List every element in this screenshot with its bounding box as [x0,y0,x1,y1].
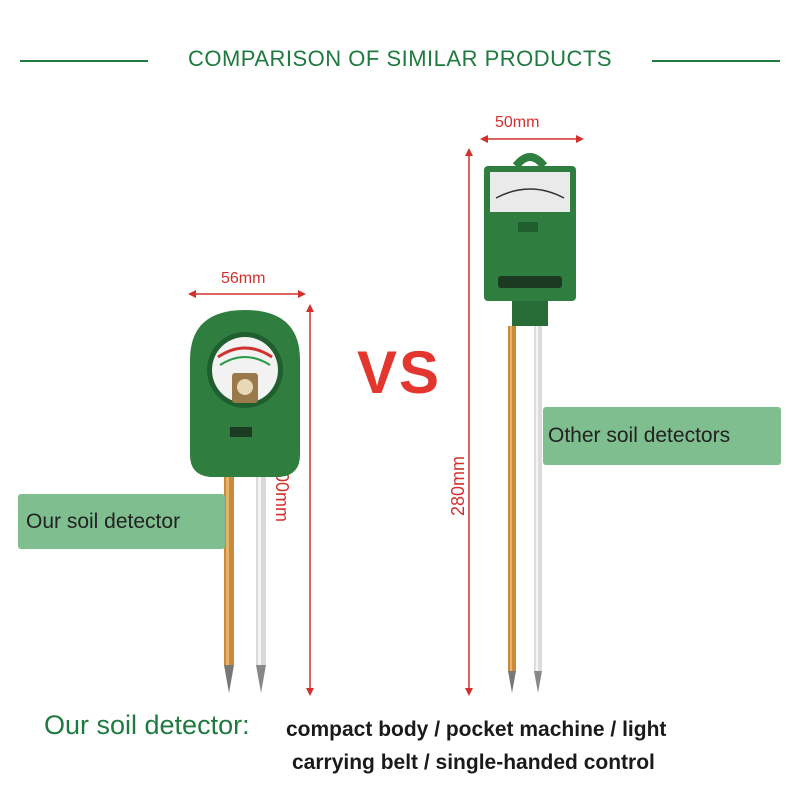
our-width-arrow [188,290,306,298]
other-height-label: 280mm [448,455,468,516]
our-product-tag: Our soil detector [18,494,225,549]
footer-lead: Our soil detector: [44,710,250,740]
our-soil-detector-illustration [190,310,300,693]
other-width-label: 50mm [495,114,540,131]
our-width-label: 56mm [221,270,266,287]
other-product-tag-text: Other soil detectors [548,424,731,447]
vs-label: VS [357,339,442,406]
footer-line-1: compact body / pocket machine / light [286,718,667,741]
title-rule-left [20,60,148,62]
title-rule-right [652,60,780,62]
footer-line-2: carrying belt / single-handed control [292,751,655,774]
our-product-tag-text: Our soil detector [26,509,181,533]
other-product-tag: Other soil detectors [543,407,781,465]
other-height-arrow [465,148,473,696]
other-width-arrow [480,135,584,143]
our-height-arrow [306,304,314,696]
page-title: COMPARISON OF SIMILAR PRODUCTS [187,46,613,71]
other-soil-detector-illustration [484,153,576,693]
